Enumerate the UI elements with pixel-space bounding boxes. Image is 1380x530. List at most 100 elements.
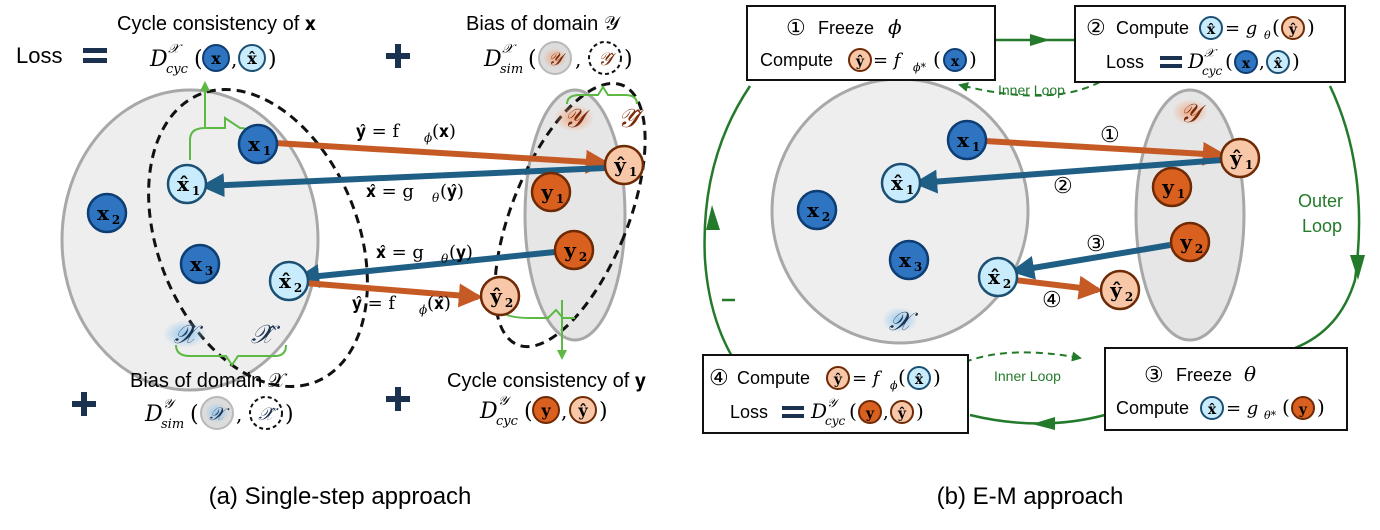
x-node-mini-label: x — [1242, 56, 1251, 72]
comma: , — [575, 47, 581, 71]
b-arrow-step3 — [1010, 242, 1171, 280]
step-num: ② — [1086, 16, 1106, 41]
node-sub: 1 — [556, 192, 564, 206]
d-symbol: D — [483, 47, 502, 72]
step-num: ① — [786, 16, 806, 41]
d-symbol: D — [1187, 49, 1204, 73]
node-sub: 2 — [1003, 277, 1011, 291]
outer-loop-arrowhead-bottom — [1032, 417, 1055, 430]
arrow-g-yhat1-to-xhat1 — [200, 165, 606, 198]
label-arg: (𝐲) — [449, 242, 473, 263]
xhat-node-mini-label: x̂ — [915, 372, 924, 388]
paren-close: ) — [285, 402, 294, 427]
node-sub: 3 — [914, 260, 922, 274]
node-label: 𝐲 — [563, 238, 577, 262]
cycle-consistency-y-formula: D 𝒴 cyc ( y , ŷ ) — [479, 394, 608, 429]
y-domain-glow — [543, 48, 567, 68]
sub-label: cyc — [1202, 64, 1223, 78]
box-equals-bottom — [782, 414, 804, 418]
node-sub: 2 — [1195, 242, 1203, 256]
b-arrow-step4 — [1014, 275, 1103, 300]
box-line2: Compute — [760, 50, 833, 70]
xhat-node-mini — [1266, 50, 1290, 74]
node-x1: 𝐱 1 — [237, 123, 279, 165]
box-equals-bottom — [1160, 64, 1182, 68]
paren-open: ( — [524, 399, 533, 424]
sup-domain: 𝒳 — [502, 42, 517, 57]
paren-open: ( — [1225, 49, 1233, 73]
node-sub: 2 — [1125, 290, 1133, 304]
yhat-node-mini-label: ŷ — [1288, 21, 1298, 38]
outer-loop-bottom — [969, 413, 1106, 425]
y-node-mini — [532, 396, 560, 424]
node-yhat1: 𝐲̂ 1 — [603, 144, 645, 186]
b-node-yhat1: 𝐲̂ 1 — [1219, 137, 1261, 179]
node-label: 𝐱̂ — [177, 172, 190, 196]
sub-label: cyc — [825, 414, 846, 428]
domain-y-glow — [554, 104, 594, 132]
x-domain-glow — [205, 403, 229, 423]
paren-open: ( — [1272, 15, 1280, 39]
bracket-bias-x — [175, 344, 287, 367]
comma: , — [561, 399, 567, 423]
box-eq-sub: θ* — [1264, 409, 1277, 422]
label-text: 𝐲̂ = f — [352, 293, 396, 314]
xhat-node-mini-label: x̂ — [1274, 56, 1283, 72]
b-step1-marker: ① — [1100, 123, 1120, 148]
sup-domain: 𝒴 — [163, 397, 177, 412]
x-node-mini — [943, 48, 967, 72]
node-y2: 𝐲 2 — [553, 229, 595, 271]
node-sub: 1 — [629, 165, 637, 179]
node-sub: 3 — [205, 264, 213, 278]
loss-label: Loss — [16, 43, 62, 68]
step-box-4: ④ Compute ŷ = f ϕ ( x̂ ) Loss D 𝒴 cyc ( … — [702, 354, 969, 434]
box-eq: = g — [1226, 398, 1258, 419]
outer-loop-arrowhead-right — [1350, 255, 1365, 280]
xhat-node-mini — [1199, 16, 1223, 40]
paren-open: ( — [898, 365, 906, 389]
node-x3: 𝐱 3 — [179, 243, 221, 285]
box-eq: = f — [852, 368, 883, 389]
box-line1: Freeze — [1176, 365, 1232, 385]
caption-b: (b) E-M approach — [937, 483, 1124, 510]
node-sub: 1 — [1245, 158, 1253, 172]
label-sub: ϕ — [424, 131, 432, 145]
paren-close: ) — [1317, 395, 1325, 419]
b-node-xhat2: 𝐱̂ 2 — [977, 256, 1019, 298]
paren-close: ) — [268, 47, 277, 72]
box-line2: Compute — [1116, 398, 1189, 418]
box-eq: = f — [873, 50, 904, 71]
b-domain-y-glow — [1172, 99, 1208, 125]
node-sub: 1 — [263, 144, 271, 158]
xhat-node-mini — [1200, 396, 1224, 420]
yhat-domain-mini — [588, 41, 622, 75]
node-label: 𝐲̂ — [489, 284, 503, 308]
b-node-x2: 𝐱 2 — [796, 189, 838, 231]
outer-loop-label-2: Loop — [1302, 216, 1342, 236]
step-num: ④ — [709, 366, 729, 391]
x-node-mini — [1234, 50, 1258, 74]
inner-loop-bottom — [964, 351, 1082, 363]
outer-loop-label-1: Outer — [1298, 191, 1343, 211]
label-bottom-forward: 𝐲̂ = f ϕ (𝐱̂) — [352, 293, 451, 317]
cycle-consistency-y-title: Cycle consistency of 𝐲 — [447, 370, 646, 392]
node-sub: 2 — [579, 250, 587, 264]
box-line1: Compute — [737, 368, 810, 388]
node-label: 𝐲̂ — [1109, 278, 1123, 302]
bias-domain-y-title: Bias of domain 𝒴 — [466, 13, 621, 35]
yhat-node-mini-label: ŷ — [577, 401, 588, 420]
node-yhat2: 𝐲̂ 2 — [479, 275, 521, 317]
label-sub: θ — [432, 191, 440, 205]
comma: , — [883, 402, 889, 423]
node-label: 𝐱 — [190, 252, 203, 276]
paren-close: ) — [1307, 15, 1315, 39]
label-text: 𝐱̂ = g — [376, 242, 424, 263]
equals-sign — [83, 48, 107, 63]
paren-open: ( — [933, 47, 941, 71]
paren-open: ( — [1282, 395, 1290, 419]
yhat-node-mini — [569, 396, 597, 424]
bias-domain-y-formula: D 𝒳 sim ( 𝒴 , 𝒴̂ ) — [483, 41, 633, 77]
label-arg: (𝐲̂) — [440, 181, 464, 202]
paren-open: ( — [528, 47, 537, 72]
